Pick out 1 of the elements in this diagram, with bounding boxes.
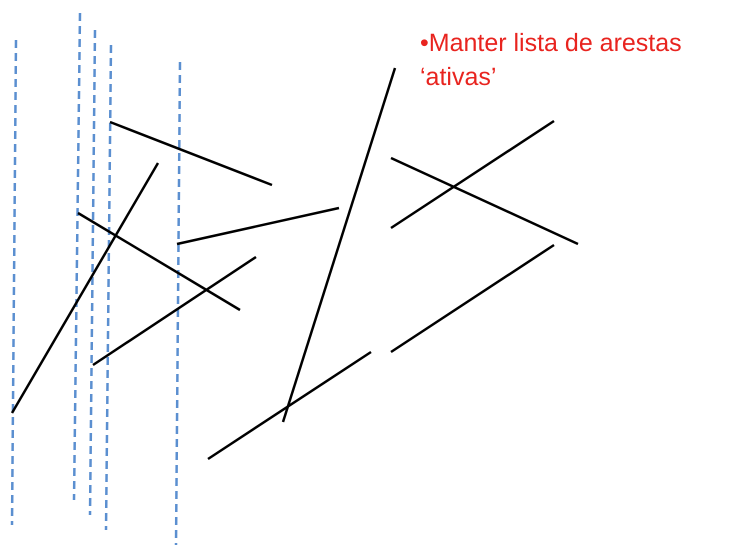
note-text: •Manter lista de arestas ‘ativas’ <box>420 28 683 93</box>
